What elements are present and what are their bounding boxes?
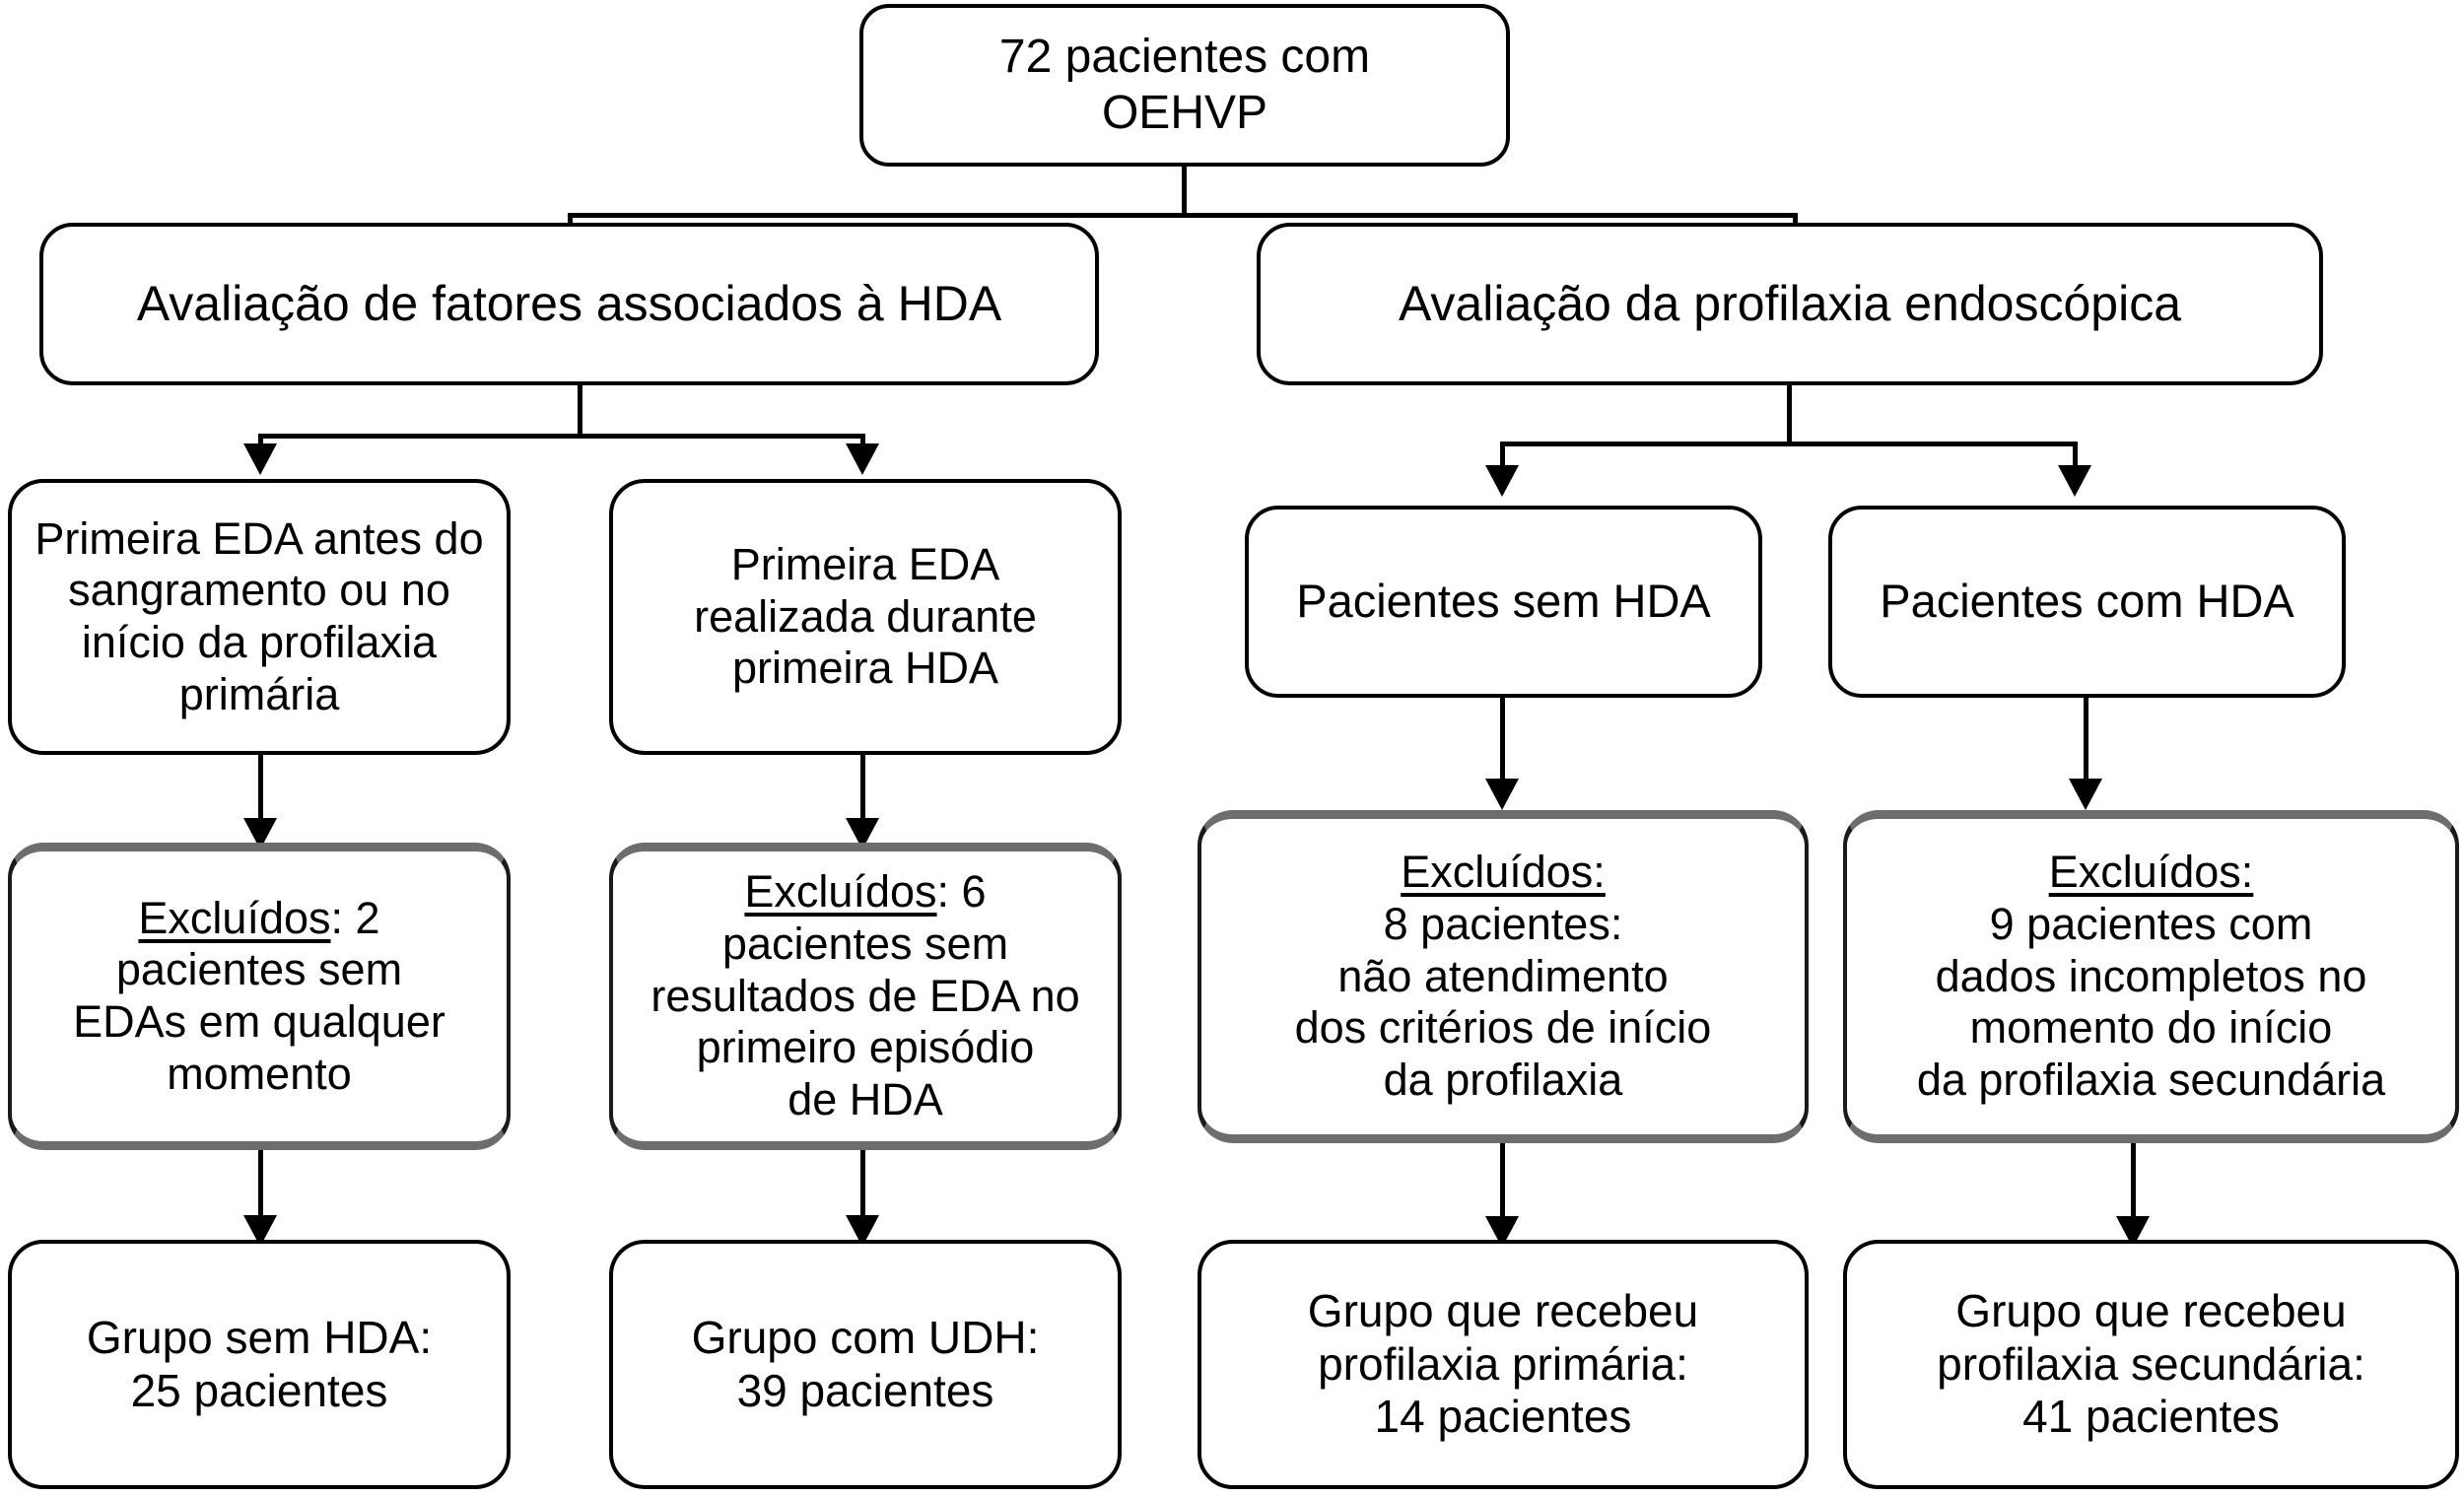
node-branch-left-label: Avaliação de fatores associados à HDA [136, 276, 1002, 332]
arrow-branch-right-b [2058, 465, 2091, 497]
node-l1: Primeira EDA antes do sangramento ou no … [8, 479, 511, 755]
node-r1-excluded-rest: 8 pacientes: não atendimento dos critéri… [1294, 899, 1712, 1105]
connector-r2ex-down [2131, 1143, 2136, 1240]
connector-root-span [570, 213, 1796, 218]
connector-branch-right-span [1502, 442, 2078, 446]
node-l1-result: Grupo sem HDA: 25 pacientes [8, 1240, 511, 1489]
node-l2-excluded-rest: : 6 pacientes sem resultados de EDA no p… [650, 866, 1080, 1124]
arrow-branch-left-b [846, 443, 879, 475]
node-r2-result: Grupo que recebeu profilaxia secundária:… [1843, 1240, 2459, 1489]
connector-branch-right-b [2073, 442, 2078, 479]
node-r2-excluded-label: Excluídos: 9 pacientes com dados incompl… [1917, 847, 2385, 1106]
connector-r1-down [1500, 698, 1505, 802]
node-l2: Primeira EDA realizada durante primeira … [609, 479, 1122, 755]
node-r1-excluded-heading: Excluídos: [1401, 847, 1606, 898]
node-branch-right-label: Avaliação da profilaxia endoscópica [1398, 276, 2182, 332]
node-r2-result-label: Grupo que recebeu profilaxia secundária:… [1937, 1284, 2365, 1443]
node-r2-label: Pacientes com HDA [1880, 575, 2294, 627]
connector-branch-left-down [578, 385, 582, 437]
node-l2-excluded-label: Excluídos: 6 pacientes sem resultados de… [650, 866, 1079, 1125]
node-r1-label: Pacientes sem HDA [1296, 575, 1711, 627]
node-r1-excluded: Excluídos: 8 pacientes: não atendimento … [1198, 810, 1809, 1143]
connector-branch-left-span [260, 434, 865, 439]
node-root-label: 72 pacientes com OEHVP [998, 31, 1371, 139]
arrow-r2-down [2069, 779, 2102, 810]
node-root: 72 pacientes com OEHVP [859, 4, 1510, 167]
connector-r2-down [2084, 698, 2088, 802]
connector-root-left-drop [568, 213, 573, 225]
connector-root-right-drop [1793, 213, 1798, 225]
node-l1-label: Primeira EDA antes do sangramento ou no … [34, 512, 484, 719]
node-branch-left: Avaliação de fatores associados à HDA [39, 223, 1099, 385]
node-r2: Pacientes com HDA [1828, 506, 2346, 698]
connector-l2ex-down [860, 1150, 865, 1237]
node-r1-result-label: Grupo que recebeu profilaxia primária: 1… [1307, 1284, 1699, 1443]
node-r2-excluded-heading: Excluídos: [2048, 847, 2254, 898]
node-r1: Pacientes sem HDA [1245, 506, 1762, 698]
node-l1-excluded: Excluídos: 2 pacientes sem EDAs em qualq… [8, 843, 511, 1150]
connector-l1ex-down [258, 1150, 263, 1237]
connector-l1-down [258, 755, 263, 840]
node-l2-result-label: Grupo com UDH: 39 pacientes [691, 1311, 1040, 1416]
arrow-branch-right-a [1485, 465, 1519, 497]
node-r1-result: Grupo que recebeu profilaxia primária: 1… [1198, 1240, 1809, 1489]
connector-root-down [1182, 167, 1187, 216]
node-r2-excluded: Excluídos: 9 pacientes com dados incompl… [1843, 810, 2459, 1143]
node-l1-excluded-label: Excluídos: 2 pacientes sem EDAs em qualq… [73, 893, 445, 1101]
node-l2-excluded: Excluídos: 6 pacientes sem resultados de… [609, 843, 1122, 1150]
connector-l2-down [860, 755, 865, 840]
connector-branch-right-a [1500, 442, 1505, 479]
node-l1-excluded-heading: Excluídos [138, 892, 331, 943]
node-r1-excluded-label: Excluídos: 8 pacientes: não atendimento … [1295, 847, 1712, 1106]
arrow-branch-left-a [243, 443, 277, 475]
node-l1-excluded-rest: : 2 pacientes sem EDAs em qualquer momen… [73, 892, 445, 1099]
node-l2-label: Primeira EDA realizada durante primeira … [694, 539, 1037, 694]
node-r2-excluded-rest: 9 pacientes com dados incompletos no mom… [1916, 899, 2386, 1105]
connector-branch-right-down [1787, 385, 1792, 444]
node-branch-right: Avaliação da profilaxia endoscópica [1257, 223, 2323, 385]
arrow-r1-down [1485, 779, 1519, 810]
connector-r1ex-down [1500, 1143, 1505, 1240]
node-l2-result: Grupo com UDH: 39 pacientes [609, 1240, 1122, 1489]
node-l1-result-label: Grupo sem HDA: 25 pacientes [86, 1311, 433, 1416]
node-l2-excluded-heading: Excluídos [744, 866, 937, 918]
